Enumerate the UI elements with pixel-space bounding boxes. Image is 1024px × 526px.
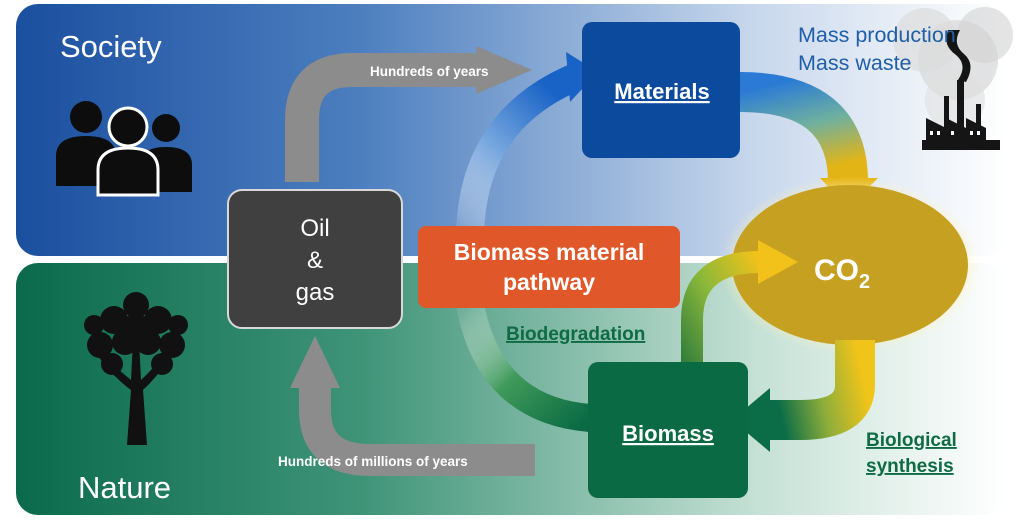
pathway-line-1: Biomass material [454,239,644,265]
tree-icon [84,292,188,445]
co2-ellipse [732,185,968,345]
biological-synthesis-link-2[interactable]: synthesis [866,456,954,477]
oil-gas-line-3: gas [296,279,335,306]
arrow-hundreds-of-millions [290,336,535,476]
pathway-line-2: pathway [503,269,595,295]
oil-gas-box [227,189,403,329]
label-hundreds-of-years: Hundreds of years [370,64,489,79]
nature-title: Nature [78,470,171,505]
biological-synthesis-link-1[interactable]: Biological [866,430,957,451]
label-hundreds-of-millions: Hundreds of millions of years [278,454,468,469]
biodegradation-link[interactable]: Biodegradation [506,324,645,345]
label-mass-production: Mass production [798,23,956,47]
arrow-biomass-to-co2 [681,240,798,385]
oil-gas-line-1: Oil [300,215,329,242]
oil-gas-line-2: & [307,247,323,274]
factory-icon [893,7,1013,150]
label-mass-waste: Mass waste [798,51,912,75]
arrow-hundreds-of-years [285,46,532,182]
society-title: Society [60,29,162,64]
biomass-box [588,362,748,498]
arrow-pathway-to-biomass [456,302,592,432]
materials-link[interactable]: Materials [614,79,709,104]
arrow-co2-to-biomass [732,340,875,452]
co2-label: CO2 [814,254,870,293]
materials-box [582,22,740,158]
biomass-link[interactable]: Biomass [622,421,714,446]
biomass-pathway-box [418,226,680,308]
people-icon [56,101,192,197]
